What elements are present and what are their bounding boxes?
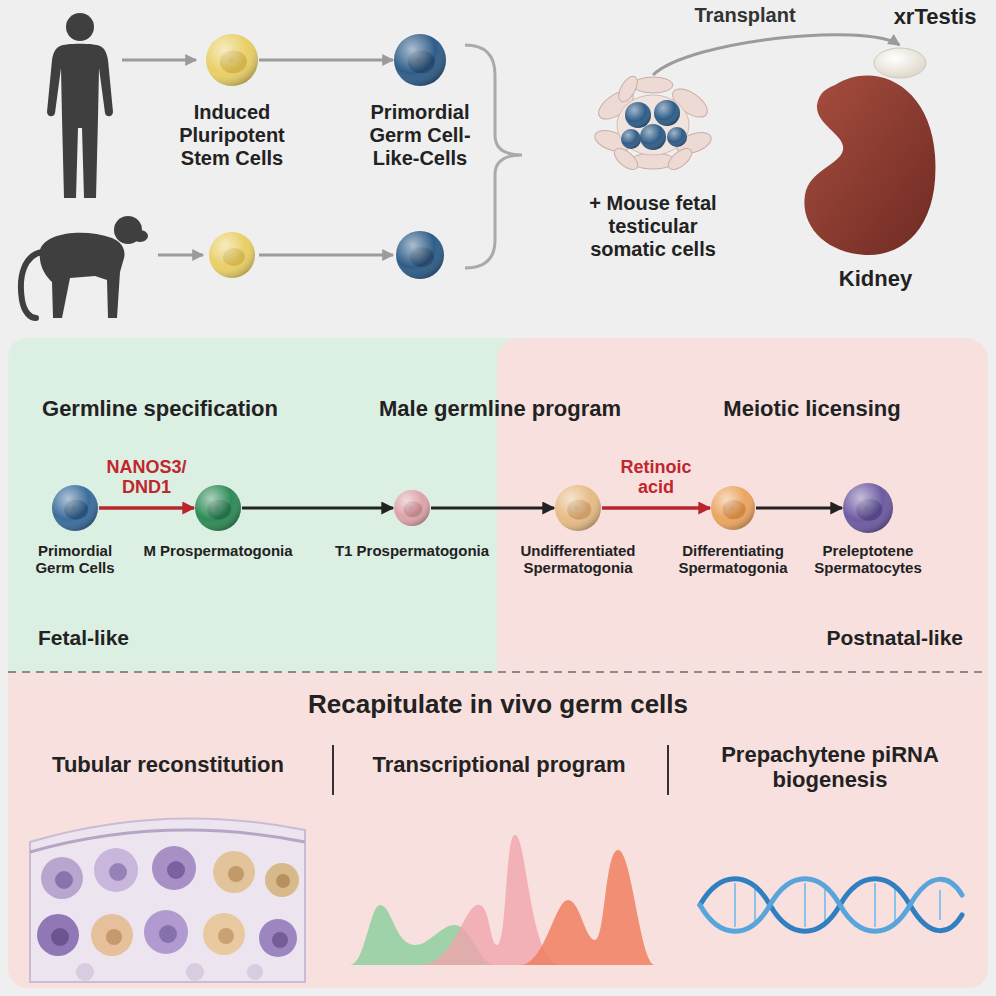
cell-label: Undifferentiated Spermatogonia [503,542,653,577]
cell-shape [205,33,259,87]
t1-prospermatogonia-cell: T1 Prospermatogonia [393,489,431,527]
label-holder: M Prospermatogonia [140,542,296,559]
arrow-connector [431,507,554,510]
kidney-shape [795,45,940,260]
arrow-connector [653,35,899,75]
column-divider [667,745,669,795]
cell-shape [710,485,756,531]
cell-label: Primordial Germ Cells [20,542,130,577]
label-holder: Tubular reconstitution [13,752,323,777]
dashed-divider [8,671,988,673]
tubule-illustration [30,818,305,982]
aggregate-shape: + Mouse fetal testicular somatic cells [598,75,708,170]
expression-peaks [350,835,655,965]
preleptotene-cell: Preleptotene Spermatocytes [842,482,894,534]
column-divider [332,745,334,795]
fetal-panel-ground [8,338,518,672]
arrow-connector [242,507,393,510]
kidney-shape: Kidney [795,45,940,260]
label-holder: Preleptotene Spermatocytes [793,542,943,577]
cell-shape [842,482,894,534]
grey-arrow [259,254,393,257]
recapitulate-panel: Recapitulate in vivo germ cells [8,672,988,988]
arrow-connector [259,59,393,62]
differentiating-cell: Differentiating Spermatogonia [710,485,756,531]
edge-label: NANOS3/ DND1 [97,457,197,498]
label-holder: Undifferentiated Spermatogonia [503,542,653,577]
cell-label: Kidney [816,266,936,291]
panel-label: Postnatal-like [788,626,963,650]
label-holder: Germline specification [10,396,310,421]
label-holder: Prepachytene piRNA biogenesis [685,742,975,793]
label-holder: Recapitulate in vivo germ cells [8,690,988,720]
cell-label: Preleptotene Spermatocytes [793,542,943,577]
label-holder: Fetal-like [38,626,238,650]
label-holder: Transplant [675,4,815,27]
undifferentiated-cell: Undifferentiated Spermatogonia [554,484,602,532]
stage-heading: Male germline program [350,396,650,421]
feature-label: Transcriptional program [334,752,664,777]
label-holder: T1 Prospermatogonia [334,542,490,559]
cell-label: + Mouse fetal testicular somatic cells [568,192,738,261]
m-prospermatogonia-cell: M Prospermatogonia [194,484,242,532]
panel-label: Fetal-like [38,626,238,650]
bracket [465,45,522,268]
label-holder: Transcriptional program [334,752,664,777]
label-holder: Induced Pluripotent Stem Cells [162,101,302,170]
label-holder: Kidney [816,266,936,291]
pgc-cell: Primordial Germ Cells [51,484,99,532]
label-holder: + Mouse fetal testicular somatic cells [568,192,738,261]
bottom-panel-ground [8,672,988,988]
cell-shape [194,484,242,532]
ipsc-cell: Induced Pluripotent Stem Cells [205,33,259,87]
cell-label: M Prospermatogonia [140,542,296,559]
feature-label: Tubular reconstitution [13,752,323,777]
fetal-panel: Fetal-like Primordial Germ Cells M Prosper… [8,338,498,672]
monkey-silhouette [21,216,148,318]
label-holder: xrTestis [875,4,995,29]
cell-label: T1 Prospermatogonia [334,542,490,559]
label-holder: Meiotic licensing [682,396,942,421]
postnatal-panel: Postnatal-like Undifferentiated Spermatog… [497,338,988,672]
label-holder: Postnatal-like [788,626,963,650]
label-holder: Differentiating Spermatogonia [658,542,808,577]
label-holder: Male germline program [350,396,650,421]
pgclc-cell [396,231,444,279]
arrow-connector [602,506,710,510]
label-holder: Retinoic acid [606,457,706,498]
label-holder: Primordial Germ Cells [20,542,130,577]
stage-heading: Meiotic licensing [682,396,942,421]
edge-label: Transplant [675,4,815,27]
label-holder: Primordial Germ Cell-Like-Cells [350,101,490,170]
label-holder: NANOS3/ DND1 [97,457,197,498]
cell-shape [393,33,447,87]
grey-arrow [122,59,196,62]
cell-label: Differentiating Spermatogonia [658,542,808,577]
human-silhouette [47,13,113,198]
aggregate-shape [598,75,708,170]
stage-heading: Germline specification [10,396,310,421]
arrow-connector [99,506,194,510]
grey-arrow [158,254,203,257]
cell-shape [554,484,602,532]
cell-label: Induced Pluripotent Stem Cells [162,101,302,170]
organ-label: xrTestis [875,4,995,29]
cell-shape [51,484,99,532]
feature-label: Prepachytene piRNA biogenesis [685,742,975,793]
ipsc-cell [209,232,255,278]
rna-helix [700,879,962,932]
pgclc-cell: Primordial Germ Cell-Like-Cells [393,33,447,87]
panel-heading: Recapitulate in vivo germ cells [8,690,988,720]
arrow-connector [756,507,842,510]
cell-label: Primordial Germ Cell-Like-Cells [350,101,490,170]
cell-shape [393,489,431,527]
edge-label: Retinoic acid [606,457,706,498]
